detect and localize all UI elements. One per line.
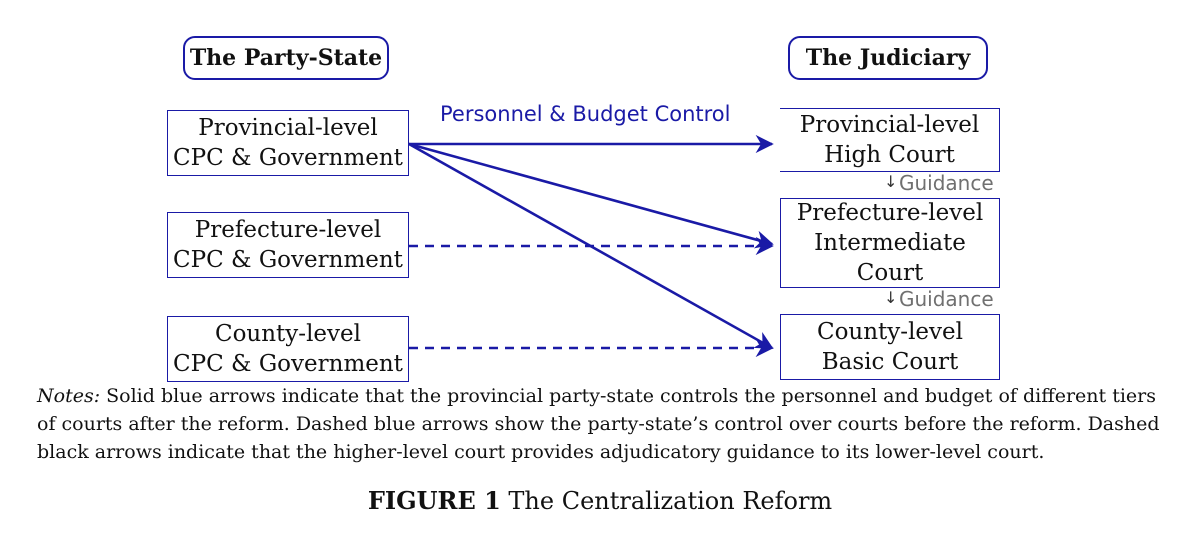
caption-title: The Centralization Reform (500, 487, 833, 515)
node-label: Provincial-level (198, 115, 378, 141)
party-state-header-label: The Party-State (189, 45, 383, 71)
node-label: Intermediate (814, 230, 966, 256)
notes-text: Solid blue arrows indicate that the prov… (37, 385, 1160, 463)
guidance-down-arrow-icon: ↓ (884, 288, 898, 307)
figure-notes: Notes: Solid blue arrows indicate that t… (37, 382, 1167, 466)
node-label: High Court (824, 142, 955, 168)
judiciary-header-label: The Judiciary (805, 45, 971, 71)
node-label: Basic Court (821, 349, 959, 375)
judiciary-header: The Judiciary (788, 36, 988, 80)
node-provincial-party: Provincial-level CPC & Government (167, 110, 409, 176)
node-label: Prefecture-level (796, 200, 984, 226)
node-label: CPC & Government (173, 247, 403, 273)
party-state-header: The Party-State (183, 36, 389, 80)
edge-label-personnel-budget: Personnel & Budget Control (440, 102, 731, 126)
caption-label: FIGURE 1 (367, 486, 501, 515)
node-label: County-level (816, 319, 963, 345)
node-label: CPC & Government (173, 145, 403, 171)
node-label: County-level (214, 321, 361, 347)
node-basic-court: County-level Basic Court (780, 314, 1000, 380)
figure-caption: FIGURE 1 The Centralization Reform (0, 486, 1200, 515)
solid-arrow-to-intermediate-court (408, 142, 774, 249)
node-label: Provincial-level (799, 112, 980, 138)
node-prefecture-party: Prefecture-level CPC & Government (167, 212, 409, 278)
node-label: CPC & Government (173, 351, 403, 377)
guidance-down-arrow-icon: ↓ (884, 172, 898, 191)
guidance-label: Guidance (899, 287, 994, 311)
guidance-label: Guidance (899, 171, 994, 195)
node-label: Court (856, 260, 924, 286)
node-high-court: Provincial-level High Court (780, 108, 1000, 172)
node-label: Prefecture-level (194, 217, 382, 243)
node-intermediate-court: Prefecture-level Intermediate Court (780, 198, 1000, 288)
node-county-party: County-level CPC & Government (167, 316, 409, 382)
notes-lead: Notes: (37, 385, 101, 407)
